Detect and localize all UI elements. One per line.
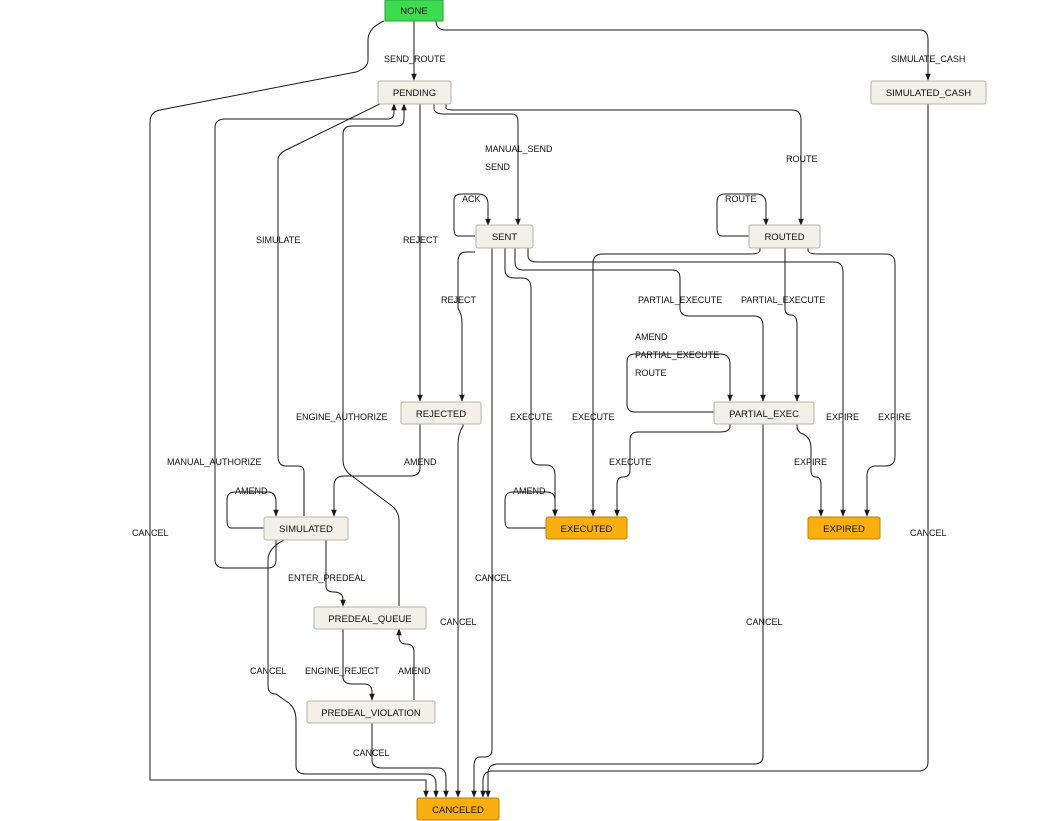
- edge-predeal-queue-pending: [342, 103, 407, 606]
- node-executed-label: EXECUTED: [561, 524, 613, 535]
- node-sent-label: SENT: [492, 232, 518, 243]
- edge-routed-partial-exec: [784, 248, 800, 402]
- label-expire-pe: EXPIRE: [794, 457, 827, 467]
- label-partial-execute-self: PARTIAL_EXECUTE: [635, 350, 719, 360]
- nodes: NONE PENDING SIMULATED_CASH SENT ROUTED …: [263, 0, 987, 821]
- node-rejected-label: REJECTED: [416, 409, 466, 420]
- label-simulate: SIMULATE: [256, 235, 300, 245]
- label-cancel-pe: CANCEL: [746, 617, 783, 627]
- label-reject-sent: REJECT: [441, 295, 477, 305]
- edge-none-canceled-left: [149, 20, 429, 798]
- edge-executed-self-amend: [504, 491, 558, 529]
- edge-pending-routed: [445, 104, 804, 226]
- node-none: NONE: [384, 0, 444, 22]
- edge-sent-canceled: [471, 248, 493, 798]
- node-predeal-queue-label: PREDEAL_QUEUE: [328, 614, 411, 625]
- node-simulated-label: SIMULATED: [279, 524, 333, 535]
- label-amend-rejected: AMEND: [404, 457, 437, 467]
- label-send-route: SEND_ROUTE: [384, 54, 446, 64]
- node-simulated: SIMULATED: [263, 516, 349, 541]
- edge-pending-sent: [433, 104, 521, 226]
- label-ack: ACK: [462, 194, 481, 204]
- label-amend-executed: AMEND: [513, 486, 546, 496]
- label-cancel-sent: CANCEL: [475, 573, 512, 583]
- edge-rejected-canceled: [455, 424, 464, 798]
- node-predeal-violation: PREDEAL_VIOLATION: [306, 700, 436, 724]
- label-partial-execute-routed: PARTIAL_EXECUTE: [741, 295, 825, 305]
- label-partial-execute-sent: PARTIAL_EXECUTE: [638, 295, 722, 305]
- label-execute-pe: EXECUTE: [609, 457, 652, 467]
- edge-labels: SEND_ROUTE SIMULATE_CASH MANUAL_SEND SEN…: [132, 54, 965, 758]
- edge-violation-predeal-queue: [396, 628, 415, 700]
- node-routed: ROUTED: [748, 224, 821, 249]
- edge-simulated-self-amend: [226, 491, 279, 529]
- label-expire-sent: EXPIRE: [826, 412, 859, 422]
- label-cancel-violation: CANCEL: [353, 748, 390, 758]
- edge-simulated-canceled: [267, 539, 439, 798]
- label-route-self: ROUTE: [725, 194, 757, 204]
- node-executed: EXECUTED: [545, 516, 628, 540]
- node-canceled-label: CANCELED: [432, 805, 484, 816]
- node-simulated-cash-label: SIMULATED_CASH: [886, 88, 971, 99]
- label-manual-send: MANUAL_SEND: [485, 144, 553, 154]
- node-pending-label: PENDING: [393, 88, 436, 99]
- edge-pe-executed: [614, 424, 731, 517]
- label-manual-authorize: MANUAL_AUTHORIZE: [167, 457, 262, 467]
- label-reject-pending: REJECT: [403, 235, 439, 245]
- label-engine-reject: ENGINE_REJECT: [305, 666, 380, 676]
- label-execute-routed: EXECUTE: [572, 412, 615, 422]
- edge-sent-rejected: [457, 251, 475, 402]
- edge-pe-expired: [796, 424, 824, 517]
- edge-sent-partial-exec: [514, 248, 766, 402]
- edge-sent-expired: [527, 248, 846, 517]
- node-predeal-queue: PREDEAL_QUEUE: [313, 606, 427, 630]
- node-canceled: CANCELED: [416, 797, 500, 821]
- edge-pe-canceled: [485, 424, 764, 798]
- node-expired-label: EXPIRED: [823, 524, 865, 535]
- edge-violation-canceled: [371, 723, 449, 798]
- edge-predeal-queue-violation: [342, 629, 375, 701]
- node-predeal-violation-label: PREDEAL_VIOLATION: [321, 708, 421, 719]
- label-cancel-simulated: CANCEL: [250, 666, 287, 676]
- label-cancel-left: CANCEL: [132, 528, 169, 538]
- edges: [149, 20, 931, 798]
- edge-simulated-pending: [277, 89, 401, 516]
- edge-routed-executed: [590, 248, 761, 517]
- edge-routed-self-route: [716, 193, 769, 237]
- node-rejected: REJECTED: [400, 401, 482, 425]
- label-amend-simulated: AMEND: [235, 486, 268, 496]
- label-cancel-rejected: CANCEL: [440, 617, 477, 627]
- node-simulated-cash: SIMULATED_CASH: [870, 80, 987, 105]
- edge-none-simulated-cash: [435, 20, 931, 81]
- edge-sent-self-ack: [453, 193, 491, 237]
- label-engine-authorize: ENGINE_AUTHORIZE: [296, 412, 388, 422]
- node-routed-label: ROUTED: [764, 232, 804, 243]
- edge-rejected-simulated: [331, 424, 421, 517]
- label-execute-sent: EXECUTE: [510, 412, 553, 422]
- label-simulate-cash: SIMULATE_CASH: [891, 54, 965, 64]
- node-expired: EXPIRED: [807, 516, 881, 540]
- label-enter-predeal: ENTER_PREDEAL: [288, 573, 366, 583]
- edge-sent-executed: [504, 248, 558, 517]
- label-route-pe: ROUTE: [635, 368, 667, 378]
- node-none-label: NONE: [400, 6, 427, 17]
- label-cancel-right: CANCEL: [910, 528, 947, 538]
- edge-simulated-predeal-queue: [325, 540, 346, 607]
- node-partial-exec-label: PARTIAL_EXEC: [729, 409, 799, 420]
- label-expire-routed: EXPIRE: [878, 412, 911, 422]
- label-amend-violation: AMEND: [398, 666, 431, 676]
- edge-routed-expired: [807, 248, 896, 517]
- node-sent: SENT: [475, 224, 534, 249]
- label-send: SEND: [485, 162, 511, 172]
- node-pending: PENDING: [377, 80, 452, 105]
- edge-simulated-pending-manual: [214, 103, 397, 569]
- edge-pe-self: [626, 353, 733, 413]
- node-partial-exec: PARTIAL_EXEC: [713, 401, 815, 425]
- edge-simulated-cash-canceled: [480, 104, 929, 798]
- label-amend-pe: AMEND: [635, 332, 668, 342]
- label-route: ROUTE: [786, 154, 818, 164]
